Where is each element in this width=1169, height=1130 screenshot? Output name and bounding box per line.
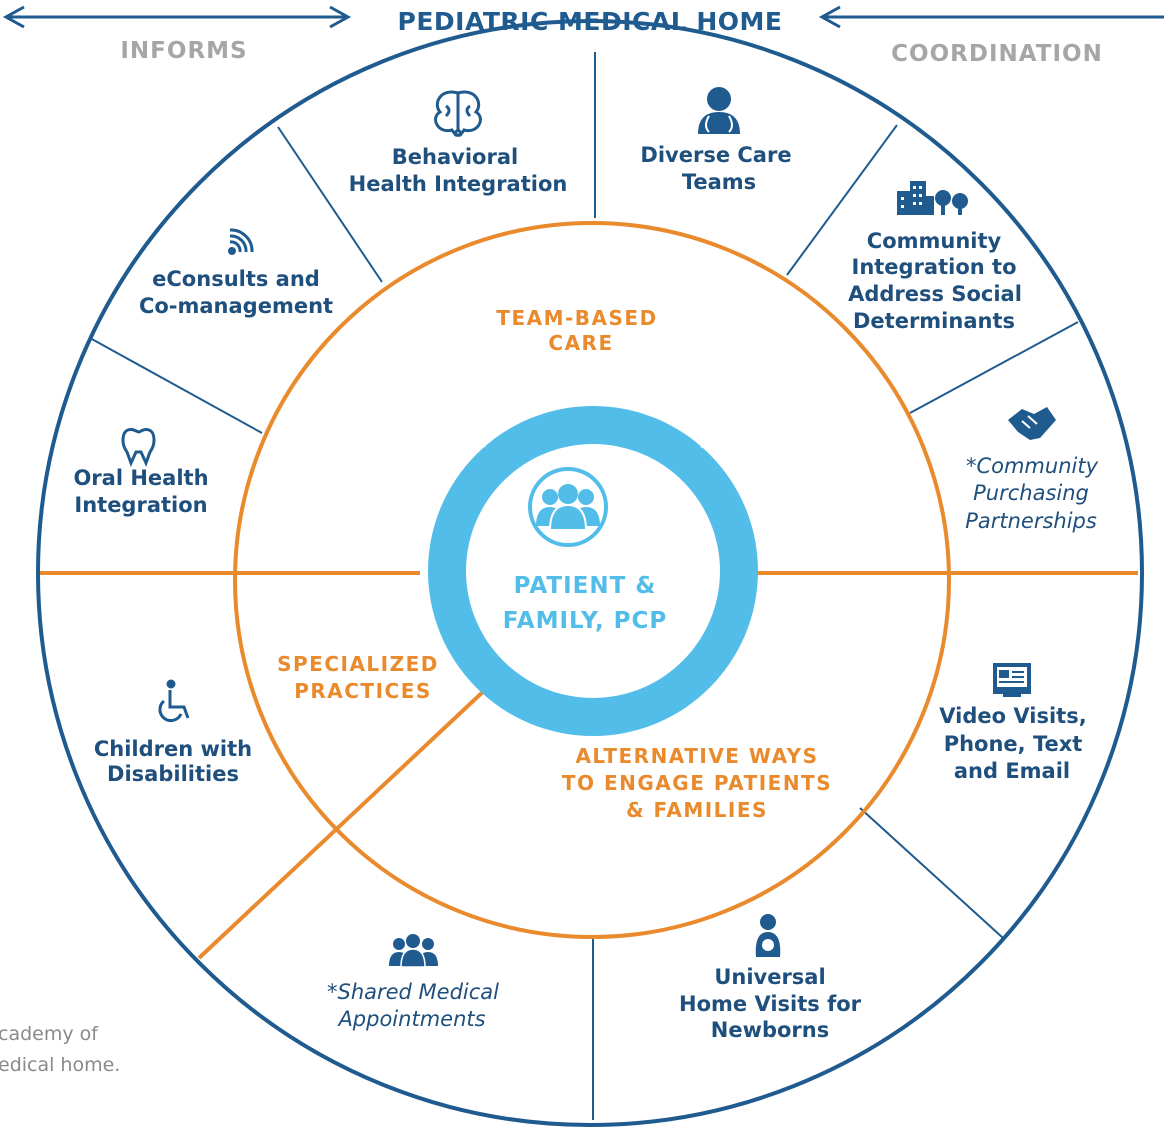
wheelchair-icon bbox=[158, 679, 190, 723]
community-integration-line-2: Integration to bbox=[852, 255, 1017, 279]
left-arrow bbox=[2, 5, 352, 29]
diverse-line-2: Teams bbox=[682, 170, 756, 194]
community-purchasing-line-2: Purchasing bbox=[973, 481, 1089, 505]
coordination-label: COORDINATION bbox=[891, 41, 1103, 67]
alternative-line-2: TO ENGAGE PATIENTS bbox=[562, 771, 832, 795]
diverse-line-1: Diverse Care bbox=[640, 143, 791, 167]
oral-health-line-2: Integration bbox=[74, 493, 207, 517]
center-line-2: FAMILY, PCP bbox=[503, 608, 668, 634]
footnote-line-1: cademy of bbox=[0, 1023, 99, 1045]
video-visits-line-3: and Email bbox=[954, 759, 1070, 783]
alternative-line-3: & FAMILIES bbox=[626, 798, 768, 822]
footnote-line-2: edical home. bbox=[0, 1054, 120, 1076]
right-arrow bbox=[818, 5, 1164, 29]
community-purchasing-line-3: Partnerships bbox=[965, 509, 1097, 533]
middle-ring bbox=[233, 221, 951, 939]
oral-health-line-1: Oral Health bbox=[73, 466, 208, 490]
team-based-line-1: TEAM-BASED bbox=[496, 306, 657, 330]
video-screen-icon bbox=[993, 663, 1031, 697]
buildings-trees-icon bbox=[897, 181, 968, 215]
community-integration-line-4: Determinants bbox=[853, 309, 1015, 333]
behavioral-line-1: Behavioral bbox=[392, 145, 518, 169]
community-integration-line-1: Community bbox=[867, 229, 1002, 253]
behavioral-line-2: Health Integration bbox=[349, 172, 568, 196]
tooth-icon bbox=[121, 427, 156, 467]
outer-ring bbox=[36, 19, 1144, 1127]
community-purchasing-line-1: *Community bbox=[966, 454, 1099, 478]
signal-icon bbox=[228, 228, 254, 255]
shared-appointments-line-1: *Shared Medical bbox=[327, 980, 499, 1004]
home-visits-line-2: Home Visits for bbox=[679, 992, 862, 1016]
center-inner-circle bbox=[466, 444, 720, 698]
group-icon bbox=[389, 934, 438, 968]
center-line-1: PATIENT & bbox=[514, 573, 657, 599]
home-visits-line-1: Universal bbox=[714, 965, 825, 989]
disabilities-line-1: Children with bbox=[94, 737, 252, 761]
team-based-line-2: CARE bbox=[548, 331, 613, 355]
doctor-icon bbox=[698, 87, 740, 134]
brain-icon bbox=[434, 90, 482, 137]
alternative-line-1: ALTERNATIVE WAYS bbox=[575, 744, 818, 768]
orange-dividers bbox=[40, 571, 1138, 960]
mother-baby-icon bbox=[755, 914, 781, 957]
handshake-icon bbox=[1008, 407, 1056, 440]
disabilities-line-2: Disabilities bbox=[107, 762, 239, 786]
segment-dividers bbox=[89, 52, 1079, 1120]
shared-appointments-line-2: Appointments bbox=[336, 1007, 485, 1031]
family-icon bbox=[528, 467, 608, 547]
specialized-line-1: SPECIALIZED bbox=[277, 652, 439, 676]
home-visits-line-3: Newborns bbox=[711, 1018, 829, 1042]
informs-label: INFORMS bbox=[120, 38, 247, 64]
specialized-line-2: PRACTICES bbox=[294, 679, 432, 703]
video-visits-line-1: Video Visits, bbox=[939, 704, 1086, 728]
community-integration-line-3: Address Social bbox=[848, 282, 1022, 306]
video-visits-line-2: Phone, Text bbox=[944, 732, 1083, 756]
econsults-line-1: eConsults and bbox=[152, 267, 320, 291]
econsults-line-2: Co-management bbox=[139, 294, 333, 318]
